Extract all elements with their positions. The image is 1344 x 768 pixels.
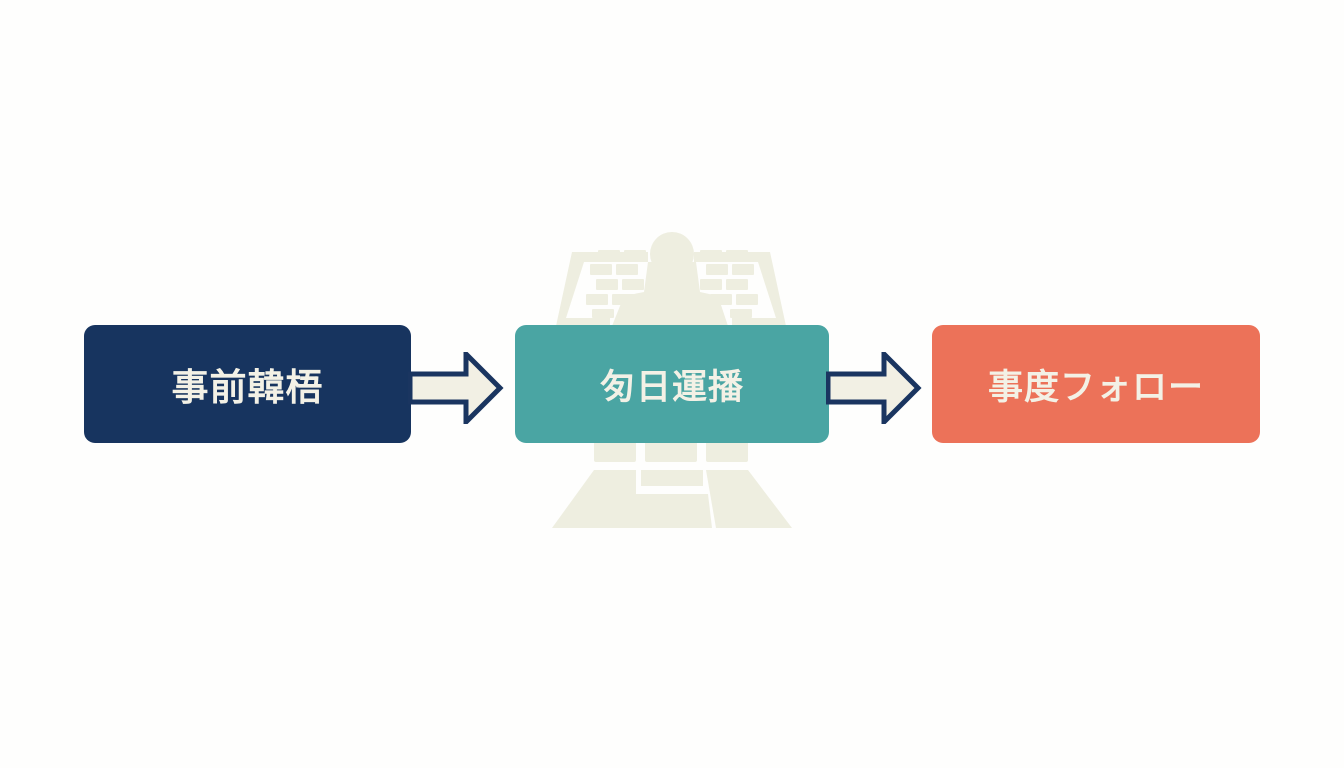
step-box-3: 事度フォロー xyxy=(932,325,1260,443)
right-arrow-icon xyxy=(826,352,922,424)
step-label-1: 事前韓梧 xyxy=(171,366,324,409)
step-label-3: 事度フォロー xyxy=(987,367,1204,408)
step-box-1: 事前韓梧 xyxy=(84,325,411,443)
right-arrow-icon xyxy=(408,352,504,424)
step-box-2: 匇日運播 xyxy=(515,325,829,443)
step-label-2: 匇日運播 xyxy=(599,367,744,408)
